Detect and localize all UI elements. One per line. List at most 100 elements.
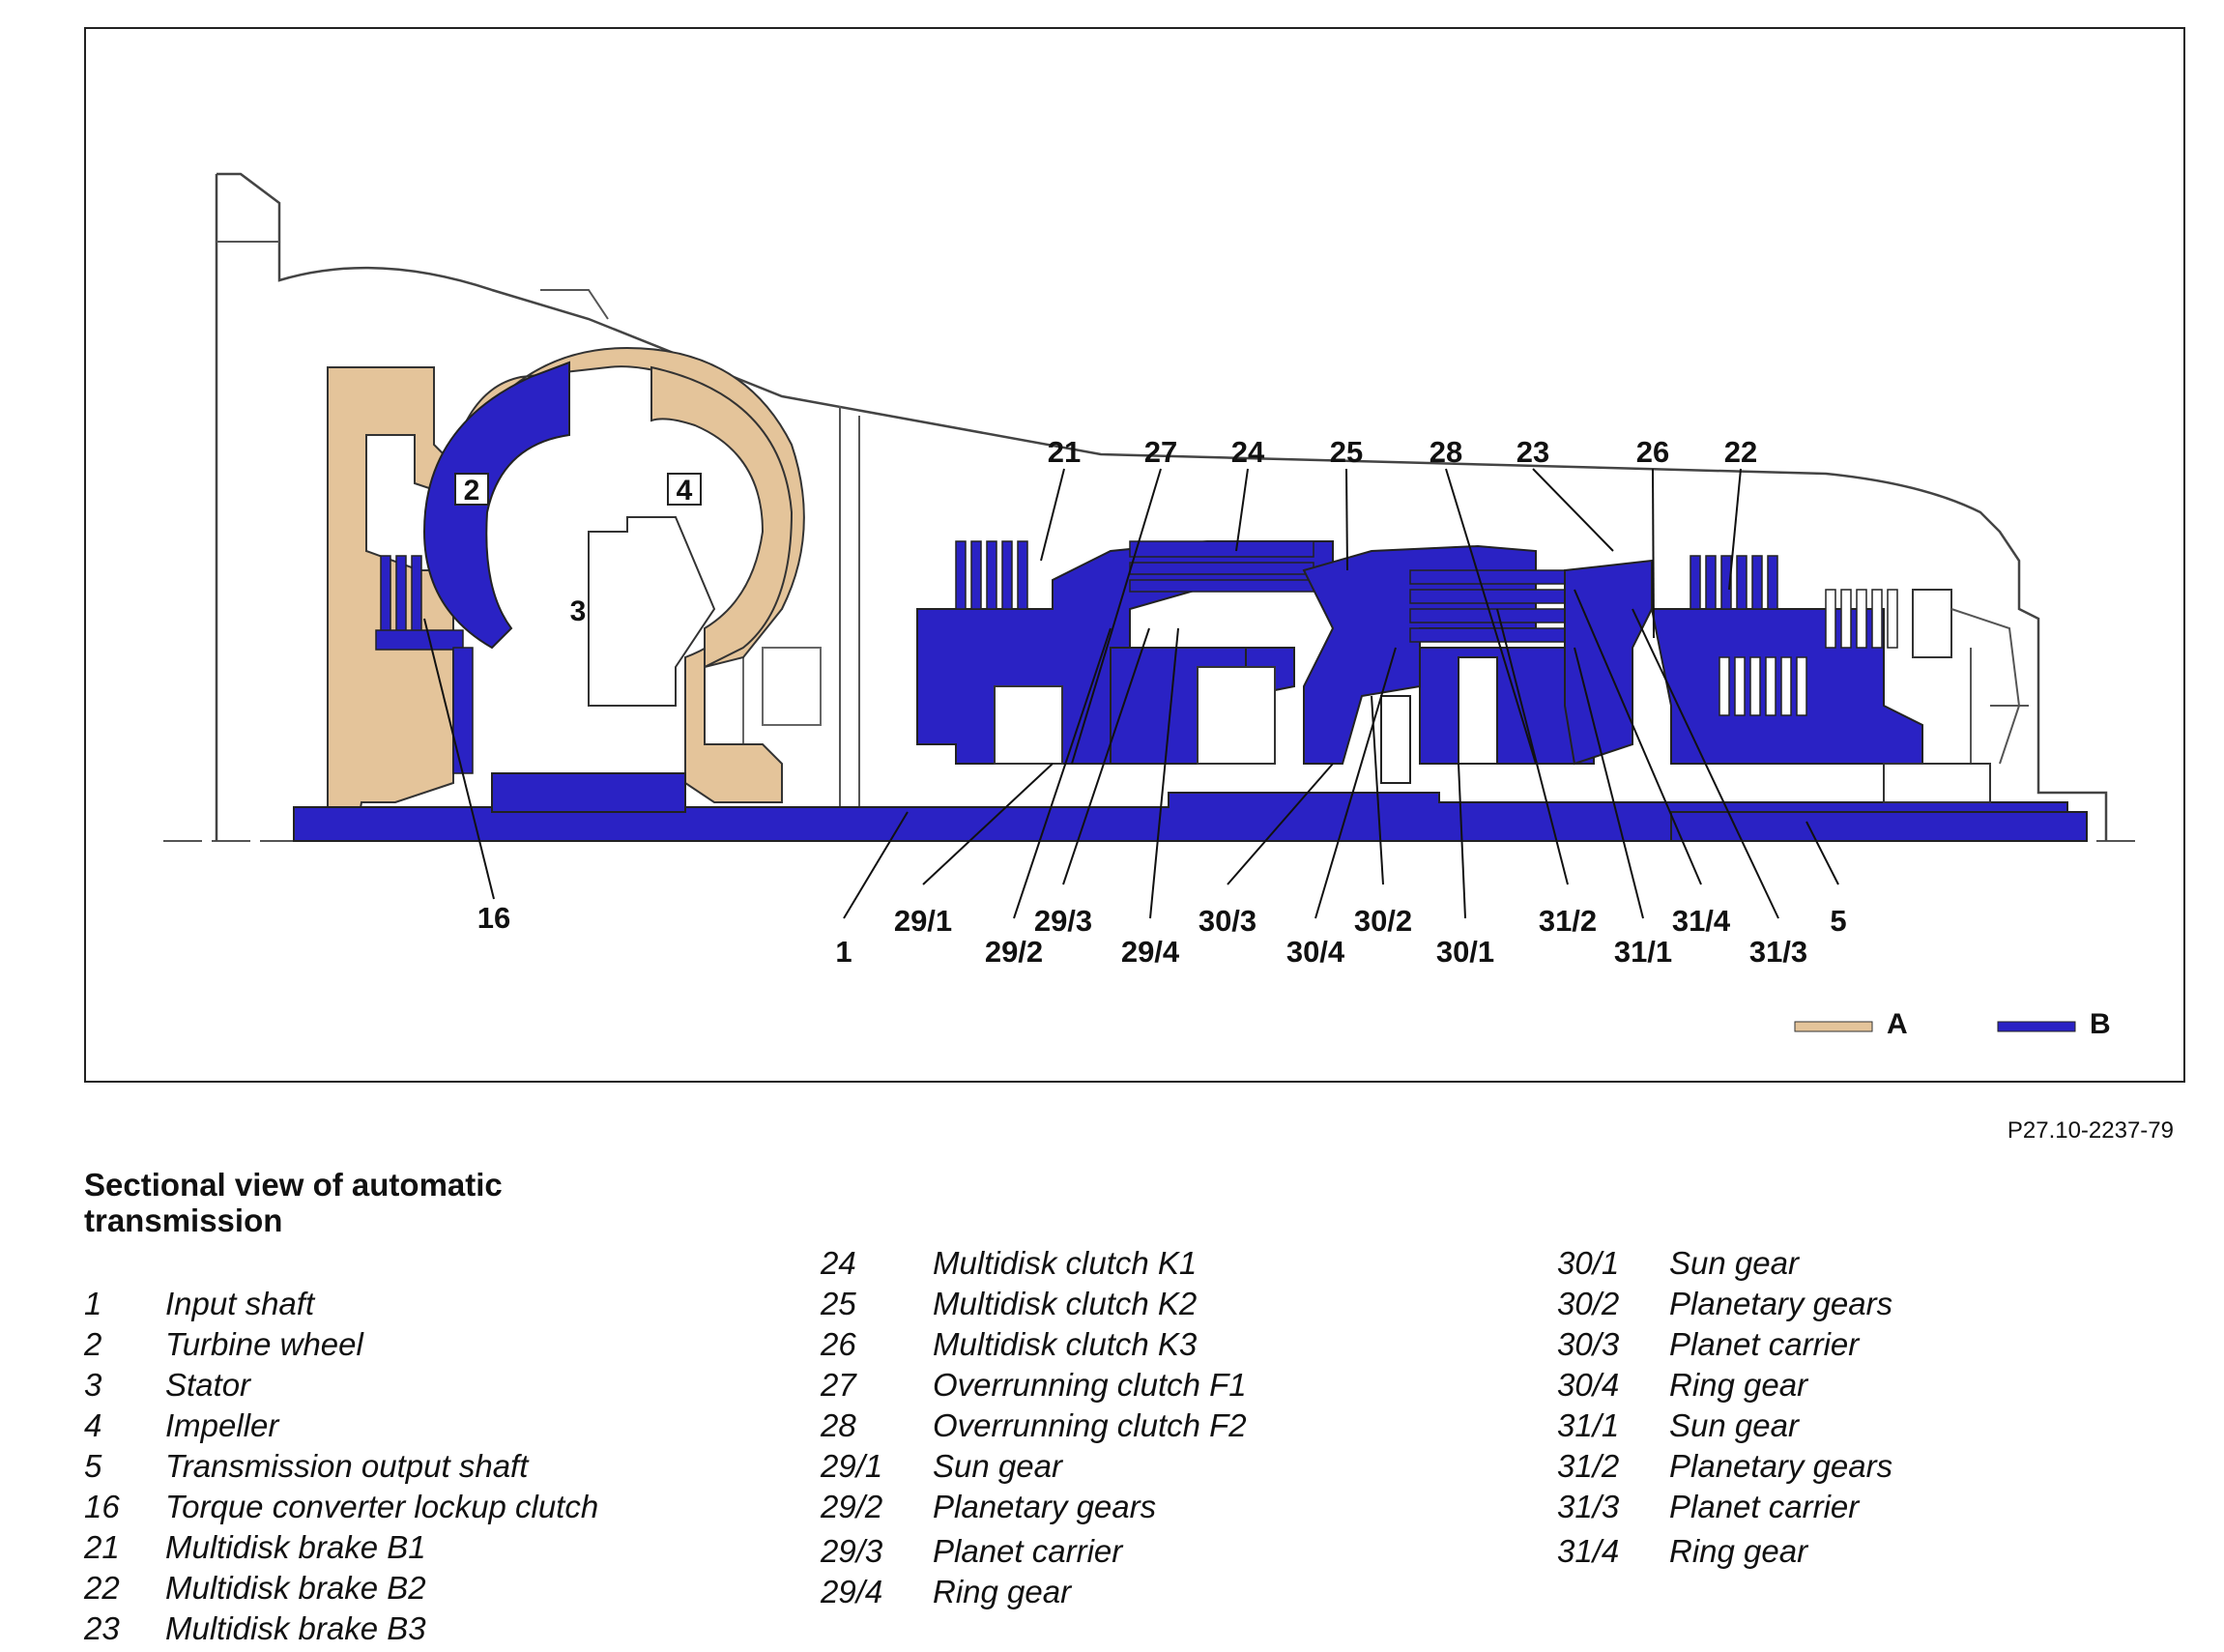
callout-29-2: 29/2: [985, 935, 1043, 969]
legend-desc: Sun gear: [1669, 1407, 1799, 1443]
callout-27: 27: [1144, 435, 1177, 469]
legend-desc: Ring gear: [1669, 1533, 1808, 1569]
converter-hub: [491, 772, 686, 813]
centre-planet-gear: [1458, 656, 1498, 765]
callout-23: 23: [1516, 435, 1549, 469]
rear-clutch-assembly: [1564, 559, 1653, 766]
legend-desc: Multidisk brake B1: [165, 1529, 426, 1565]
legend-desc: Ring gear: [1669, 1367, 1808, 1403]
brake-b1-disks: [955, 540, 1028, 610]
legend-desc: Transmission output shaft: [165, 1448, 529, 1484]
legend-num: 1: [84, 1286, 102, 1321]
rear-housing-detail: [1950, 608, 2029, 783]
input-shaft: [293, 792, 2068, 842]
legend-desc: Multidisk clutch K1: [933, 1245, 1198, 1281]
legend-num: 5: [84, 1448, 102, 1484]
callout-leaders-top: [1040, 468, 1742, 765]
callout-31-4: 31/4: [1672, 904, 1731, 938]
legend-desc: Planetary gears: [1669, 1448, 1893, 1484]
callout-16: 16: [477, 901, 510, 935]
output-shaft: [1670, 811, 2088, 842]
clutch-k1-disks: [1129, 540, 1314, 593]
brake-b2-disks: [1825, 589, 1898, 649]
callout-29-1: 29/1: [894, 904, 952, 938]
callout-5: 5: [1830, 904, 1846, 938]
caption-line-1: Sectional view of automatic: [84, 1167, 503, 1203]
brake-b2-piston: [1912, 589, 1952, 658]
callout-26: 26: [1636, 435, 1669, 469]
callout-31-3: 31/3: [1749, 935, 1807, 969]
callout-31-1: 31/1: [1614, 935, 1672, 969]
legend-num: 2: [84, 1326, 102, 1362]
callout-leaders-bottom: [423, 589, 1839, 919]
legend-num: 31/2: [1557, 1448, 1620, 1484]
figure-frame: 2 4 3 21 27 24 25 28 23 26: [84, 27, 2185, 1083]
legend-num: 24: [821, 1245, 856, 1281]
impeller-label-box: 4: [667, 473, 702, 507]
callout-29-4: 29/4: [1121, 935, 1180, 969]
callout-22: 22: [1724, 435, 1757, 469]
impeller: [650, 365, 794, 669]
legend-desc: Planetary gears: [1669, 1286, 1893, 1321]
brake-b3-disks: [1690, 555, 1778, 610]
callout-31-2: 31/2: [1539, 904, 1597, 938]
legend-desc: Torque converter lockup clutch: [165, 1489, 599, 1524]
legend-desc: Overrunning clutch F1: [933, 1367, 1247, 1403]
color-legend: A B: [1794, 1008, 2111, 1040]
stator-label: 3: [570, 595, 587, 627]
legend-num: 25: [821, 1286, 856, 1321]
legend-num: 30/2: [1557, 1286, 1620, 1321]
legend-num: 29/2: [821, 1489, 883, 1524]
legend-desc: Stator: [165, 1367, 251, 1403]
legend-desc: Planet carrier: [933, 1533, 1123, 1569]
legend-swatch-b: [1997, 1021, 2076, 1032]
legend-desc: Multidisk brake B3: [165, 1610, 426, 1646]
legend-num: 31/4: [1557, 1533, 1620, 1569]
front-drum: [994, 666, 1276, 765]
clutch-k3-disks: [1719, 656, 1807, 716]
legend-desc: Multidisk clutch K2: [933, 1286, 1198, 1321]
housing-inner-line: [217, 241, 860, 831]
legend-num: 29/4: [821, 1574, 883, 1609]
legend-desc: Sun gear: [933, 1448, 1062, 1484]
callout-24: 24: [1231, 435, 1265, 469]
callout-30-4: 30/4: [1286, 935, 1345, 969]
caption-title: Sectional view of automatic transmission: [84, 1167, 625, 1238]
callout-30-3: 30/3: [1199, 904, 1256, 938]
legend-desc: Input shaft: [165, 1286, 315, 1321]
turbine-wheel: [422, 361, 570, 650]
legend-num: 30/1: [1557, 1245, 1620, 1281]
legend-desc: Overrunning clutch F2: [933, 1407, 1247, 1443]
legend-num: 21: [84, 1529, 120, 1565]
legend-num: 16: [84, 1489, 120, 1524]
legend-desc: Ring gear: [933, 1574, 1072, 1609]
legend-swatch-a: [1794, 1021, 1873, 1032]
legend-num: 29/3: [821, 1533, 883, 1569]
legend-label-a: A: [1887, 1008, 1908, 1040]
callout-30-2: 30/2: [1354, 904, 1412, 938]
legend-num: 26: [821, 1326, 856, 1362]
caption-line-2: transmission: [84, 1203, 283, 1238]
legend-num: 23: [84, 1610, 120, 1646]
legend-desc: Planetary gears: [933, 1489, 1157, 1524]
legend-num: 31/3: [1557, 1489, 1620, 1524]
figure-code: P27.10-2237-79: [2007, 1117, 2174, 1144]
legend-num: 30/3: [1557, 1326, 1620, 1362]
impeller-label: 4: [677, 475, 693, 507]
legend-num: 31/1: [1557, 1407, 1620, 1443]
callout-1: 1: [835, 935, 852, 969]
legend-num: 3: [84, 1367, 102, 1403]
legend-desc: Planet carrier: [1669, 1489, 1860, 1524]
legend-desc: Impeller: [165, 1407, 279, 1443]
legend-num: 30/4: [1557, 1367, 1620, 1403]
transmission-section-diagram: 2 4 3 21 27 24 25 28 23 26: [163, 172, 2135, 1040]
legend-num: 27: [821, 1367, 856, 1403]
legend-desc: Sun gear: [1669, 1245, 1799, 1281]
callout-30-1: 30/1: [1436, 935, 1494, 969]
callout-25: 25: [1330, 435, 1363, 469]
legend-num: 29/1: [821, 1448, 883, 1484]
legend-desc: Planet carrier: [1669, 1326, 1860, 1362]
turbine-label-box: 2: [454, 473, 489, 507]
legend-desc: Multidisk clutch K3: [933, 1326, 1198, 1362]
legend-desc: Turbine wheel: [165, 1326, 363, 1362]
